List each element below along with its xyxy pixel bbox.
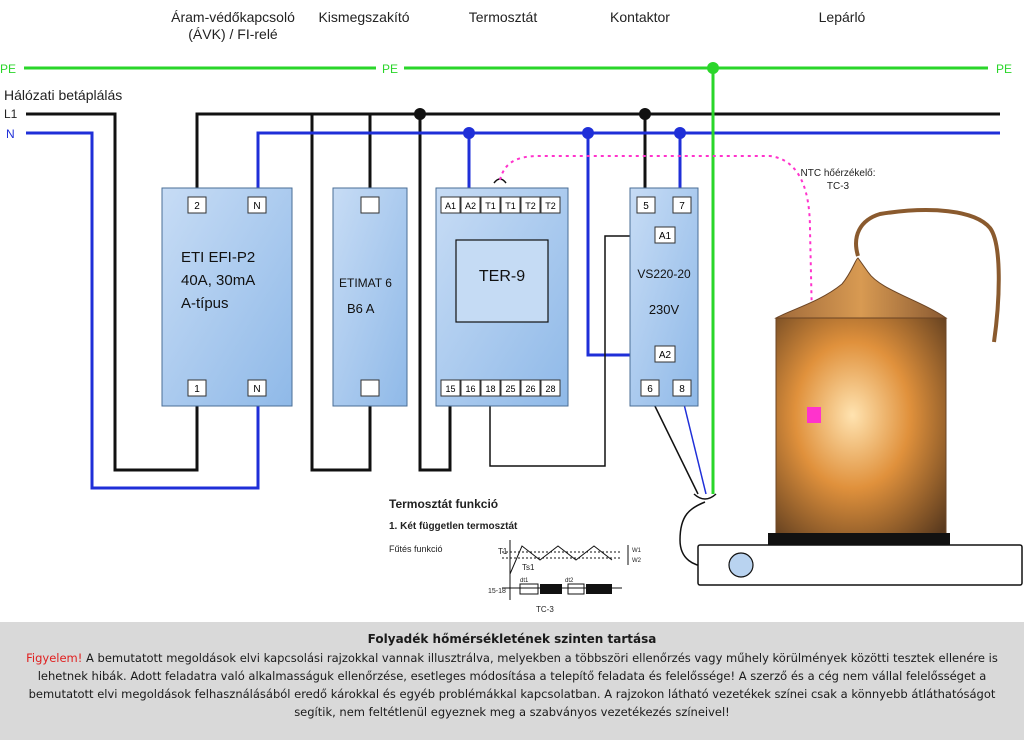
hot-plate <box>697 544 1023 586</box>
function-sensor-ref: TC-3 <box>536 605 554 614</box>
function-title: Termosztát funkció <box>389 497 498 511</box>
still-neck <box>854 208 1001 343</box>
disclaimer-title: Folyadék hőmérsékletének szinten tartása <box>367 632 657 646</box>
sensor-cable <box>499 155 815 409</box>
supply-label: Hálózati betáplálás <box>4 87 122 103</box>
heater-cable <box>679 493 717 567</box>
thermostat-terminal-top-box <box>460 196 481 214</box>
function-ts1: Ts1 <box>522 563 535 572</box>
wiring-diagram: Áram-védőkapcsoló (ÁVK) / FI-relé Kismeg… <box>0 9 1024 614</box>
rcd-type: A-típus <box>181 295 229 312</box>
pe-label-mid: PE <box>382 62 398 76</box>
hot-plate-knob <box>728 552 754 578</box>
thermostat-terminal-bottom-box <box>440 379 461 397</box>
contactor-coil-a1: A1 <box>659 231 672 242</box>
thermostat-terminal-bottom-box <box>460 379 481 397</box>
l1-wiring <box>26 112 1000 472</box>
header-contactor: Kontaktor <box>610 9 670 25</box>
function-dt1: dt1 <box>520 578 529 584</box>
rcd-terminal-top-1: 2 <box>194 201 200 212</box>
function-dt2: dt2 <box>565 578 574 584</box>
thermostat-terminal-top-label: T2 <box>545 201 556 211</box>
mcb-module <box>332 187 408 407</box>
function-w1: W1 <box>632 548 642 554</box>
thermostat-terminal-top-label: A2 <box>465 201 476 211</box>
contactor-terminal-8: 8 <box>679 384 685 395</box>
still-body <box>775 317 947 535</box>
rcd-terminal-top-2: N <box>253 201 260 212</box>
rcd-terminal-bottom-2: N <box>253 384 260 395</box>
header-thermostat: Termosztát <box>469 9 538 25</box>
thermostat-terminal-top-box <box>480 196 501 214</box>
contactor-terminal-7: 7 <box>679 201 685 212</box>
thermostat-terminal-top-label: T1 <box>485 201 496 211</box>
header-still: Lepárló <box>819 9 866 25</box>
contactor-module <box>629 187 699 407</box>
header-rcd-sub: (ÁVK) / FI-relé <box>188 26 278 42</box>
control-wire <box>489 235 655 467</box>
thermostat-terminal-bottom-box <box>500 379 521 397</box>
contactor-voltage: 230V <box>649 302 680 317</box>
function-rows: 15-18 <box>488 588 506 595</box>
thermostat-terminal-bottom-box <box>480 379 501 397</box>
thermostat-terminal-top-label: T1 <box>505 201 516 211</box>
disclaimer-panel: Folyadék hőmérsékletének szinten tartása… <box>0 622 1024 740</box>
thermostat-terminal-bottom-box <box>540 379 561 397</box>
rcd-module <box>161 187 293 407</box>
still-dome <box>774 257 948 319</box>
function-subtitle: 1. Két független termosztát <box>389 521 518 532</box>
header-rcd: Áram-védőkapcsoló <box>171 9 295 25</box>
thermostat-terminal-top-box <box>520 196 541 214</box>
contactor-model: VS220-20 <box>637 267 691 281</box>
contactor-terminal-6: 6 <box>647 384 653 395</box>
thermostat-terminal-bottom-label: 26 <box>525 384 535 394</box>
pe-label-right: PE <box>996 62 1012 76</box>
n-label: N <box>6 127 15 141</box>
heater-wire-n <box>681 395 707 495</box>
pe-label-left: PE <box>0 62 16 76</box>
disclaimer-body: A bemutatott megoldások elvi kapcsolási … <box>28 651 998 719</box>
contactor-coil-a2: A2 <box>659 350 672 361</box>
header-mcb: Kismegszakító <box>318 9 409 25</box>
mcb-model: ETIMAT 6 <box>339 276 392 290</box>
sensor-probe <box>807 407 821 423</box>
thermostat-terminal-bottom-box <box>520 379 541 397</box>
thermostat-terminal-bottom-label: 25 <box>505 384 515 394</box>
thermostat-terminal-bottom-label: 18 <box>485 384 495 394</box>
contactor-terminal-5: 5 <box>643 201 649 212</box>
thermostat-terminal-top-label: A1 <box>445 201 456 211</box>
function-w2: W2 <box>632 558 642 564</box>
l1-label: L1 <box>4 107 18 121</box>
thermostat-terminal-top-box <box>500 196 521 214</box>
rcd-terminal-bottom-1: 1 <box>194 384 200 395</box>
still-base <box>768 533 950 545</box>
function-label: Fűtés funkció <box>389 544 443 554</box>
thermostat-terminals-bottom: 15 16 18 25 26 28 <box>440 379 561 397</box>
sensor-label: NTC hőérzékelő: <box>800 168 875 179</box>
thermostat-terminals-top: A1 A2 T1 T1 T2 T2 <box>440 196 561 214</box>
thermostat-terminal-top-box <box>540 196 561 214</box>
thermostat-model: TER-9 <box>479 268 525 285</box>
mcb-rating: B6 A <box>347 301 375 316</box>
disclaimer-text: Figyelem! A bemutatott megoldások elvi k… <box>18 649 1006 721</box>
function-t1: T1 <box>498 547 508 556</box>
thermostat-terminal-bottom-label: 15 <box>445 384 455 394</box>
thermostat-terminal-top-label: T2 <box>525 201 536 211</box>
rcd-rating: 40A, 30mA <box>181 272 255 289</box>
rcd-model: ETI EFI-P2 <box>181 249 255 266</box>
warning-label: Figyelem! <box>26 651 83 665</box>
heater-wire-l <box>649 395 699 495</box>
thermostat-terminal-top-box <box>440 196 461 214</box>
thermostat-display <box>455 239 549 323</box>
thermostat-terminal-bottom-label: 16 <box>465 384 475 394</box>
sensor-model: TC-3 <box>827 181 850 192</box>
thermostat-terminal-bottom-label: 28 <box>545 384 555 394</box>
